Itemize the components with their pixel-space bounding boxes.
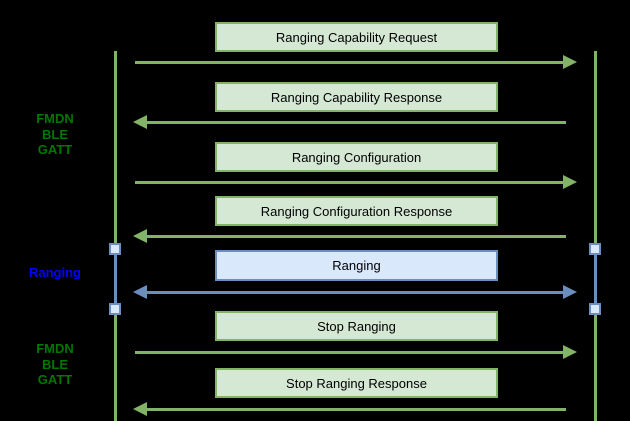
arrowhead-left-icon	[133, 402, 147, 416]
lifeline-left-ranging-segment	[114, 249, 117, 312]
arrow-ranging-configuration-response	[146, 234, 566, 238]
arrow-stop-ranging-response	[146, 407, 566, 411]
arrowhead-left-icon	[133, 115, 147, 129]
section-label-line: Ranging	[29, 265, 81, 280]
message-box-stop-ranging: Stop Ranging	[215, 311, 498, 341]
lifeline-right-ranging-segment	[594, 249, 597, 312]
section-label-line: BLE	[42, 126, 68, 142]
arrowhead-left-icon	[133, 285, 147, 299]
section-label-line: FMDN	[36, 341, 74, 356]
message-box-ranging-capability-response: Ranging Capability Response	[215, 82, 498, 112]
arrowhead-right-icon	[563, 285, 577, 299]
arrow-ranging-capability-request	[135, 60, 565, 64]
lifeline-right	[594, 51, 597, 421]
message-label: Ranging Capability Response	[270, 89, 443, 105]
arrowhead-right-icon	[563, 345, 577, 359]
message-label: Ranging Capability Request	[275, 29, 438, 45]
arrow-ranging-capability-response	[146, 120, 566, 124]
activation-marker-left-bottom	[109, 303, 121, 315]
message-box-stop-ranging-response: Stop Ranging Response	[215, 368, 498, 398]
arrow-ranging	[146, 290, 564, 294]
message-label: Stop Ranging Response	[286, 375, 427, 391]
section-label-line: FMDN	[36, 111, 74, 126]
arrow-ranging-configuration	[135, 180, 565, 184]
message-box-ranging-configuration: Ranging Configuration	[215, 142, 498, 172]
message-box-ranging-capability-request: Ranging Capability Request	[215, 22, 498, 52]
message-box-ranging-configuration-response: Ranging Configuration Response	[215, 196, 498, 226]
message-box-ranging: Ranging	[215, 250, 498, 281]
activation-marker-right-bottom	[589, 303, 601, 315]
section-label-ranging: Ranging	[5, 265, 105, 281]
activation-marker-right-top	[589, 243, 601, 255]
message-label: Ranging	[332, 258, 381, 273]
arrowhead-right-icon	[563, 175, 577, 189]
arrowhead-right-icon	[563, 55, 577, 69]
section-label-fmdn-ble-gatt-bottom: FMDN BLE GATT	[5, 341, 105, 388]
activation-marker-left-top	[109, 243, 121, 255]
message-label: Stop Ranging	[317, 318, 396, 334]
section-label-line: GATT	[37, 372, 73, 387]
arrow-stop-ranging	[135, 350, 565, 354]
arrowhead-left-icon	[133, 229, 147, 243]
section-label-line: BLE	[42, 356, 68, 372]
message-label: Ranging Configuration Response	[260, 203, 453, 219]
section-label-line: GATT	[37, 142, 73, 157]
section-label-fmdn-ble-gatt-top: FMDN BLE GATT	[5, 111, 105, 158]
lifeline-left	[114, 51, 117, 421]
message-label: Ranging Configuration	[291, 149, 422, 165]
